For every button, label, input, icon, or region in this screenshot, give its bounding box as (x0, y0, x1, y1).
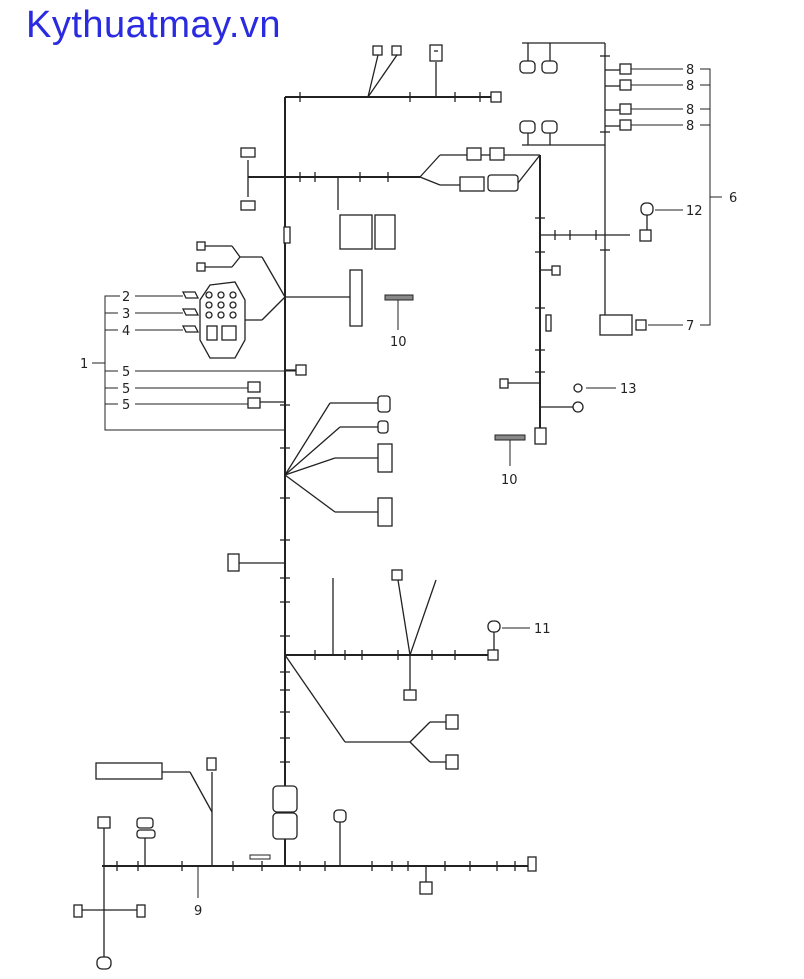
callout-13: 13 (620, 382, 637, 397)
callout-9: 9 (194, 904, 202, 919)
callout-10b: 10 (501, 473, 518, 488)
trunk-connectors (272, 785, 298, 840)
callout-5a: 5 (122, 365, 130, 380)
fan-branch (284, 395, 393, 527)
top-branch (299, 44, 502, 103)
fuse-box-area (181, 226, 414, 359)
relay-connectors (247, 364, 307, 409)
left-connector-563 (227, 553, 285, 572)
trunk-clips (280, 404, 290, 763)
callout-2: 2 (122, 290, 130, 305)
callout-11: 11 (534, 622, 551, 637)
callout-8a: 8 (686, 63, 694, 78)
callout-8c: 8 (686, 103, 694, 118)
callout-10a: 10 (390, 335, 407, 350)
callout-8b: 8 (686, 79, 694, 94)
upper-right-block (519, 42, 632, 318)
callout-12: 12 (686, 204, 703, 219)
watermark-text: Kythuatmay.vn (26, 4, 282, 46)
lower-right-branch (116, 809, 537, 895)
ground-pad (494, 434, 526, 441)
callout-8d: 8 (686, 119, 694, 134)
callout-4: 4 (122, 324, 130, 339)
callout-7: 7 (686, 319, 694, 334)
branch-177 (240, 147, 541, 250)
callout-3: 3 (122, 307, 130, 322)
lower-diagonal-branch (284, 654, 459, 770)
callout-6: 6 (729, 191, 737, 206)
callout-numbers: 1 2 3 4 5 5 5 6 7 8 8 8 8 9 10 10 11 12 … (80, 63, 737, 919)
main-trunk (102, 96, 528, 867)
callout-5c: 5 (122, 398, 130, 413)
middle-branch (285, 569, 501, 701)
callout-1: 1 (80, 357, 88, 372)
lower-left-branch (73, 757, 271, 970)
callout-5b: 5 (122, 382, 130, 397)
callout-leaders (92, 68, 722, 898)
right-vertical-branch (499, 155, 654, 445)
